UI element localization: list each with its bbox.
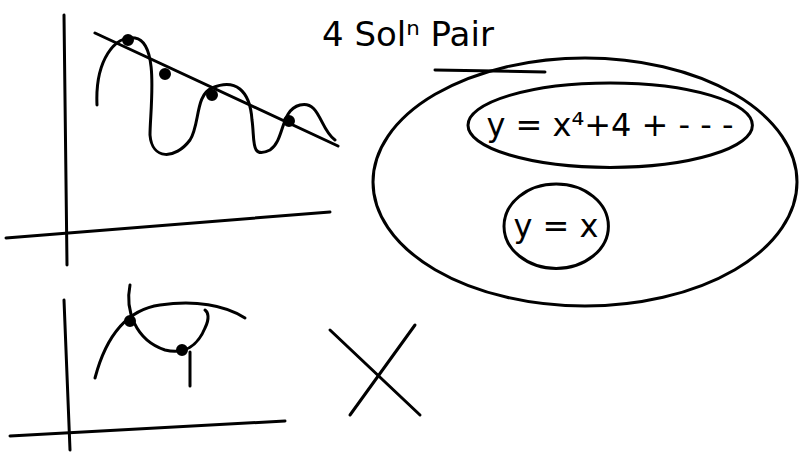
equation: y = x xyxy=(513,207,598,245)
curve xyxy=(95,303,245,378)
cross-mark xyxy=(330,330,420,415)
x-axis xyxy=(10,421,285,436)
y-axis xyxy=(64,15,67,265)
curve xyxy=(129,285,208,351)
equation: y = x⁴+4 + - - - xyxy=(486,106,733,144)
wavy-curve xyxy=(97,38,335,155)
ellipse-outline xyxy=(504,184,608,268)
title: 4 Solⁿ Pair xyxy=(322,14,494,55)
x-axis xyxy=(6,212,330,238)
ellipse-node: y = x xyxy=(502,182,610,270)
cross-mark xyxy=(350,325,415,415)
intersection-dot xyxy=(123,35,133,45)
curve xyxy=(189,352,192,386)
y-axis xyxy=(64,300,70,450)
intersection-dot xyxy=(160,69,170,79)
ellipse-node: y = x⁴+4 + - - - xyxy=(466,81,754,169)
intersection-dot xyxy=(125,316,135,326)
straight-line xyxy=(95,33,338,146)
intersection-dot xyxy=(177,345,187,355)
intersection-dot xyxy=(207,90,217,100)
intersection-dot xyxy=(284,116,294,126)
ellipse-outline xyxy=(468,83,752,167)
enclosing-ellipse xyxy=(373,58,797,306)
